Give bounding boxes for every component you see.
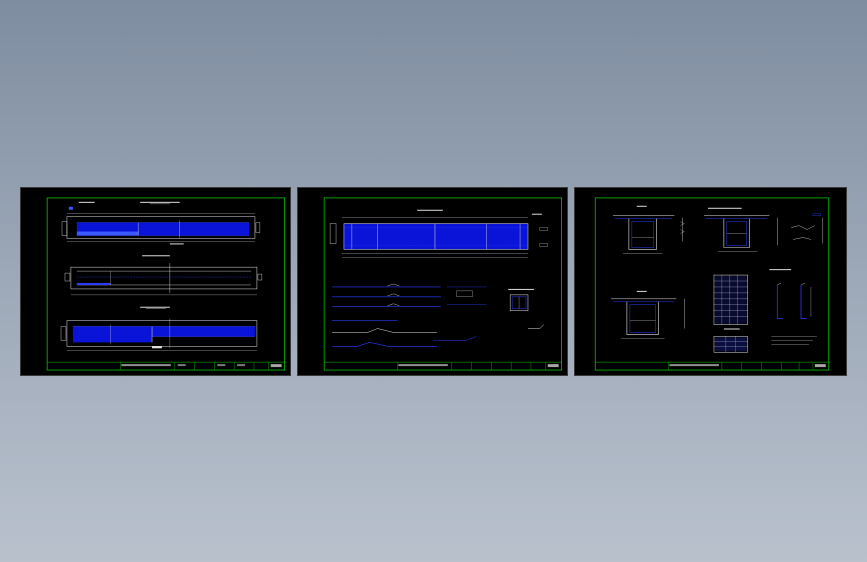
cross-section-a	[613, 205, 685, 254]
drawing-frame	[323, 197, 563, 371]
rebar-schedule-table	[713, 274, 748, 353]
cross-section-c	[611, 290, 685, 339]
drawing-sheet-1[interactable]	[20, 187, 291, 376]
drawing-sheet-3[interactable]	[574, 187, 847, 376]
drawing-sheet-2[interactable]	[297, 187, 568, 376]
cross-section-b	[704, 207, 823, 252]
drawing-frame	[594, 197, 830, 371]
elevation-view-1	[61, 201, 261, 245]
title-block	[595, 361, 829, 371]
title-block	[47, 361, 285, 371]
elevation-view-2	[60, 306, 258, 351]
bar-shape-details	[332, 283, 487, 347]
title-block	[324, 361, 562, 371]
section-detail	[508, 288, 544, 329]
reinforcement-elevation	[329, 209, 548, 258]
sheet-1-canvas	[46, 197, 286, 371]
sheet-3-canvas	[594, 197, 830, 371]
plan-view	[64, 255, 263, 296]
bar-bending-details	[769, 269, 817, 345]
sheet-2-canvas	[323, 197, 563, 371]
drawing-frame	[46, 197, 286, 371]
